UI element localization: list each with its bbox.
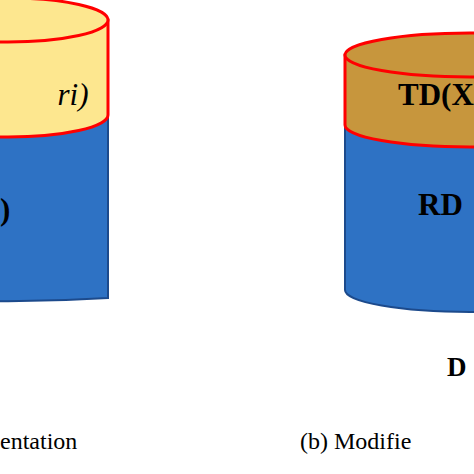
section-label: ) (0, 192, 10, 228)
cylinder-lid (345, 33, 474, 77)
section-label: RD (418, 187, 463, 223)
section-label: TD(X (398, 77, 474, 113)
panel-caption: entation (0, 428, 77, 455)
panel-letter: D (447, 352, 467, 383)
cylinder-lid (0, 0, 108, 42)
cylinder-section: ) (0, 180, 30, 240)
cylinder-body (0, 115, 108, 301)
cylinder-section: RD (418, 182, 474, 228)
cylinder-section: TD(X (398, 72, 474, 118)
cylinder-section: ri) (38, 70, 108, 120)
cylinder-body (345, 125, 474, 312)
panel-caption: (b) Modifie (300, 428, 411, 455)
section-label: ri) (58, 77, 89, 113)
